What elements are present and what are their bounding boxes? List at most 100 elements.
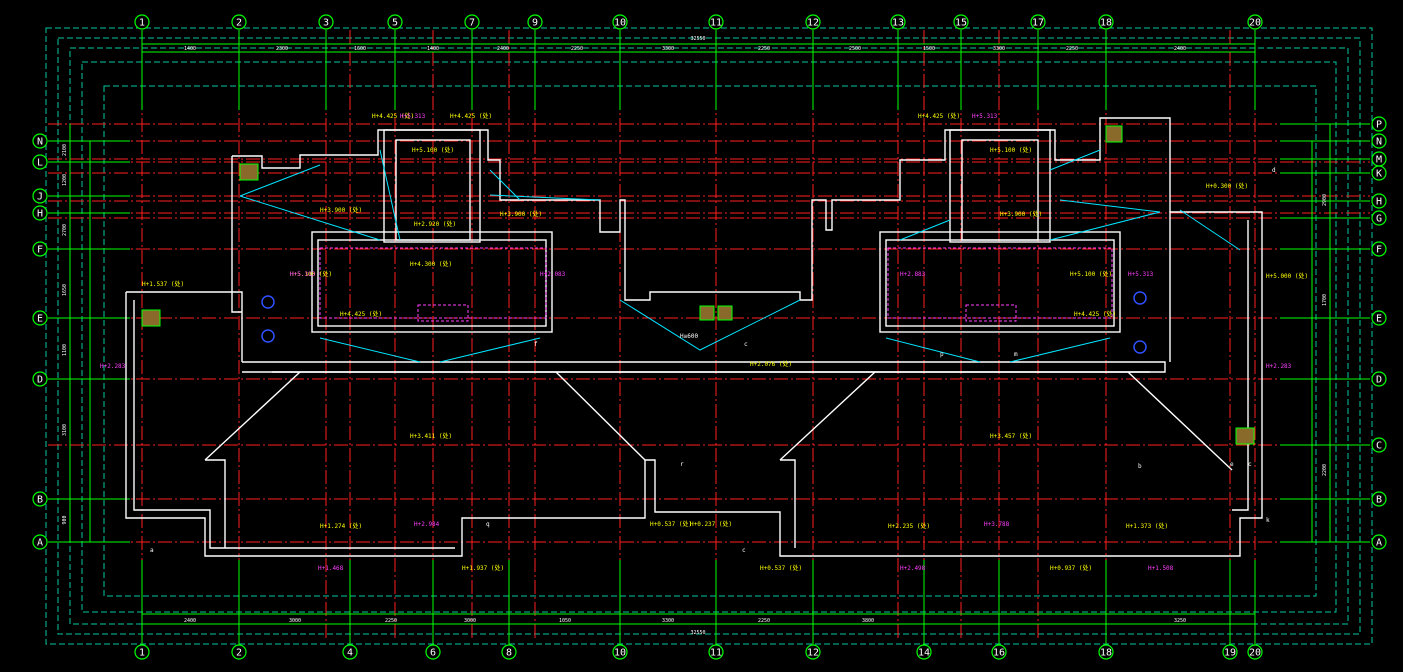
elevation-label: H+3.900 (处) (320, 206, 362, 214)
axis-bubble-label: 1 (139, 18, 145, 29)
axis-bubble-label: J (37, 192, 43, 203)
axis-bubble-label: N (37, 137, 43, 148)
elevation-label: H+2.076 (处) (750, 360, 792, 368)
annotation-text: c (742, 547, 746, 554)
annotation-text: p (940, 351, 944, 358)
elevation-label: H+1.274 (处) (320, 522, 362, 530)
axis-bubble-top: 5 (387, 14, 403, 30)
axis-bubble-bottom: 8 (501, 644, 517, 660)
axis-bubble-label: D (37, 375, 43, 386)
dimension-text: 1700 (1322, 294, 1328, 306)
elevation-label: H+1.537 (处) (142, 280, 184, 288)
annotation-text: c (744, 341, 748, 348)
axis-bubble-top: 15 (953, 14, 969, 30)
axis-bubble-label: 17 (1032, 18, 1044, 29)
axis-bubble-label: 12 (807, 18, 819, 29)
roof-slope-lines (239, 149, 1241, 363)
annotation-text: d (1272, 167, 1276, 174)
annotation-text: a (150, 547, 154, 554)
axis-bubble-top: 9 (527, 14, 543, 30)
dimension-text: 2400 (497, 46, 509, 52)
dimension-text: 2500 (849, 46, 861, 52)
elevation-label: H+5.100 (处) (1070, 270, 1112, 278)
elevation-label-magenta: H+1.508 (1148, 565, 1174, 572)
axis-bubble-right: G (1371, 210, 1387, 226)
axis-bubble-label: 19 (1224, 648, 1236, 659)
axis-bubble-bottom: 2 (231, 644, 247, 660)
elevation-label: H+2.235 (处) (888, 522, 930, 530)
dimension-lines (69, 43, 1331, 625)
axis-bubble-label: G (1376, 214, 1382, 225)
axis-bubble-left: H (32, 205, 48, 221)
axis-bubble-top: 20 (1247, 14, 1263, 30)
dimension-text: 2400 (184, 618, 196, 624)
axis-bubble-label: 13 (892, 18, 904, 29)
axis-bubble-right: N (1371, 133, 1387, 149)
annotation-text: e (1230, 461, 1234, 468)
axis-bubble-left: F (32, 241, 48, 257)
elevation-label: H+4.425 (处) (450, 112, 492, 120)
dimension-text: 32550 (690, 630, 705, 636)
axis-bubble-label: 2 (236, 18, 242, 29)
axis-bubble-top: 2 (231, 14, 247, 30)
elevation-label: H+1.937 (处) (462, 564, 504, 572)
elevation-label-magenta: H+5.313 (400, 113, 426, 120)
axis-bubble-label: 18 (1100, 648, 1112, 659)
elevation-label: H+4.300 (处) (410, 260, 452, 268)
dimension-text: 32550 (690, 36, 705, 42)
axis-bubble-right: D (1371, 371, 1387, 387)
axis-bubble-right: C (1371, 437, 1387, 453)
axis-bubble-label: 11 (710, 18, 722, 29)
axis-bubble-label: 5 (392, 18, 398, 29)
axis-bubble-top: 3 (318, 14, 334, 30)
axis-bubble-label: K (1376, 169, 1382, 180)
axis-bubble-left: E (32, 310, 48, 326)
dimension-text: 3250 (1174, 618, 1186, 624)
axis-bubble-label: E (1376, 314, 1382, 325)
axis-bubble-right: F (1371, 241, 1387, 257)
elevation-labels: H+4.425 (处) H+4.425 (处) H+5.100 (处) H+3.900… (100, 112, 1308, 572)
elevation-label: H+5.100 (处) (290, 270, 332, 278)
axis-bubble-label: 3 (323, 18, 329, 29)
dimension-text: 3100 (62, 424, 68, 436)
axis-bubble-label: B (37, 495, 43, 506)
elevation-label: H+4.425 (处) (1074, 310, 1116, 318)
elevation-label-magenta: H+2.283 (1266, 363, 1292, 370)
annotation-text: b (1138, 463, 1142, 470)
elevation-label-magenta: H+2.883 (900, 271, 926, 278)
axis-bubble-bottom: 20 (1247, 644, 1263, 660)
elevation-label-magenta: H+2.083 (540, 271, 566, 278)
axis-bubble-bottom: 4 (342, 644, 358, 660)
axis-bubble-bottom: 10 (612, 644, 628, 660)
axis-bubble-bottom: 1 (134, 644, 150, 660)
axis-bubble-label: P (1376, 120, 1382, 131)
roof-drain-icons (141, 125, 1255, 445)
axis-bubble-left: N (32, 133, 48, 149)
elevation-label-magenta: H+5.313 (1128, 271, 1154, 278)
elevation-label-magenta: H+2.498 (900, 565, 926, 572)
axis-bubble-label: E (37, 314, 43, 325)
elevation-label: H+5.100 (处) (412, 146, 454, 154)
axis-bubble-label: 14 (918, 648, 930, 659)
axis-bubble-right: H (1371, 193, 1387, 209)
axis-bubble-left: L (32, 154, 48, 170)
axis-bubble-label: L (37, 158, 43, 169)
elevation-label: H+5.000 (处) (1266, 272, 1308, 280)
axis-bubble-label: F (37, 245, 43, 256)
axis-bubble-bottom: 12 (805, 644, 821, 660)
elevation-label: H+0.537 (处) (760, 564, 802, 572)
elevation-label: H+3.900 (处) (500, 210, 542, 218)
axis-bubble-label: 15 (955, 18, 967, 29)
axis-bubble-bottom: 19 (1222, 644, 1238, 660)
dimension-text: 2200 (1322, 464, 1328, 476)
axis-bubble-label: 6 (430, 648, 436, 659)
elevation-label-magenta: H+5.313 (972, 113, 998, 120)
axis-bubble-label: 4 (347, 648, 353, 659)
elevation-label: H+4.425 (处) (372, 112, 414, 120)
axis-bubble-label: 8 (506, 648, 512, 659)
elevation-label: H+0.237 (处) (690, 520, 732, 528)
dimension-text: 2100 (62, 144, 68, 156)
